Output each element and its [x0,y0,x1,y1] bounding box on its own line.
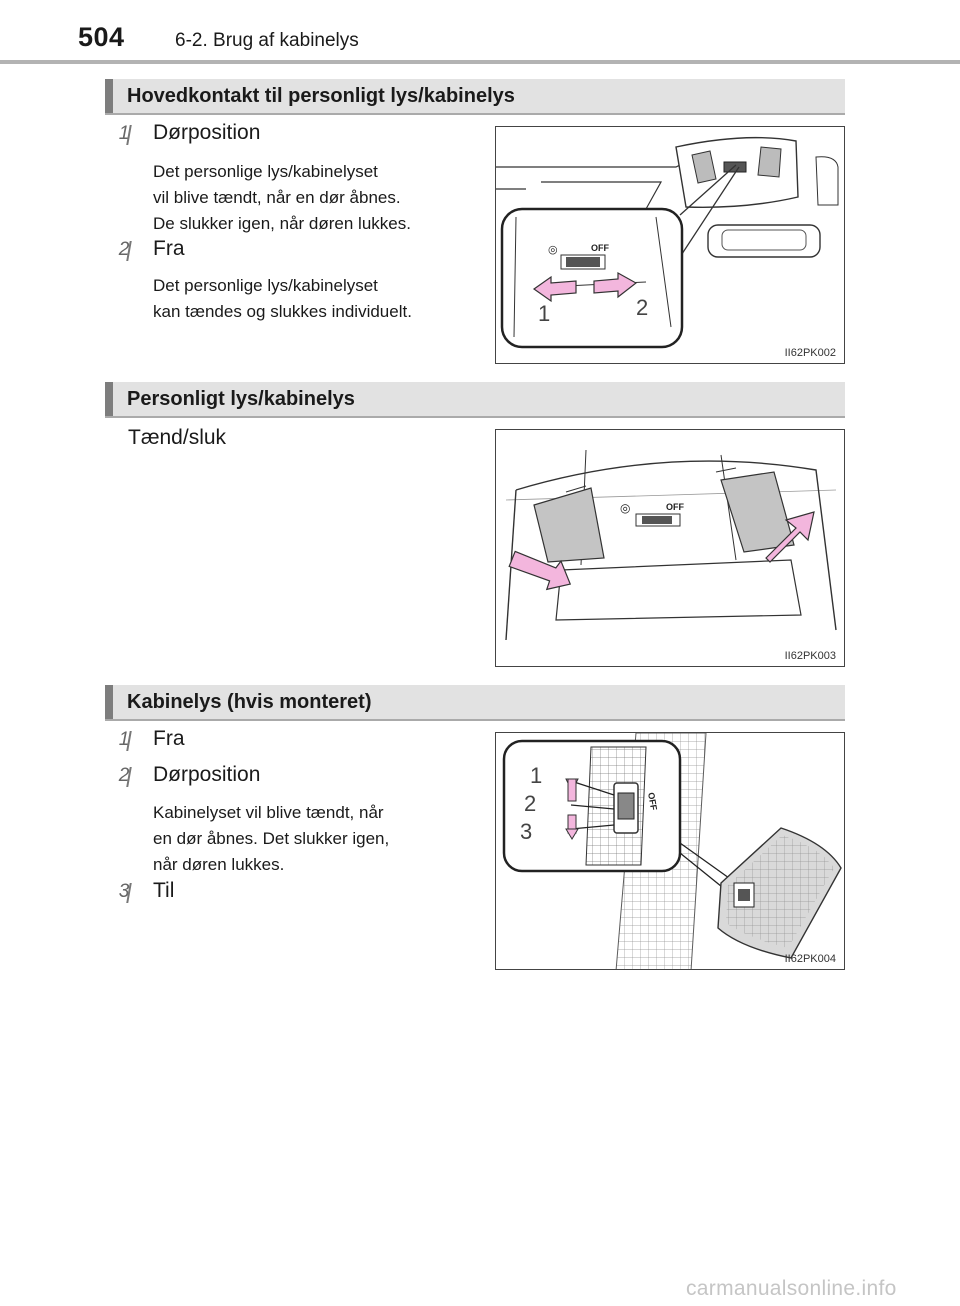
switch-off-label: OFF [646,792,659,812]
item-number: 2 [113,765,135,787]
header-rule [0,60,960,64]
section-title: Hovedkontakt til personligt lys/kabinely… [127,85,515,107]
switch-off-label: OFF [666,502,684,512]
callout-2: 2 [636,295,648,320]
figure-code: II62PK004 [784,953,836,965]
callout-3: 3 [520,819,532,844]
section-title: Personligt lys/kabinelys [127,388,355,410]
main-switch-illustration: OFF ◎ 1 2 [496,136,839,349]
item-title-off: Fra [153,727,185,750]
figure-cabin-light: 1 2 3 OFF II62PK004 [495,732,845,970]
svg-text:◎: ◎ [548,244,558,256]
item-title-door: Dørposition [153,763,261,786]
item-desc-off: Det personlige lys/kabinelyset kan tænde… [153,276,412,321]
item-number: 1 [113,123,135,145]
callout-1: 1 [530,763,542,788]
item-title-door: Dørposition [153,121,261,144]
figure-code: II62PK002 [784,347,836,359]
item-desc-door: Kabinelyset vil blive tændt, når en dør … [153,803,390,874]
item-desc-door: Det personlige lys/kabinelyset vil blive… [153,162,411,233]
cabin-light-illustration: 1 2 3 OFF [502,733,842,969]
callout-2: 2 [524,791,536,816]
svg-text:◎: ◎ [620,501,630,515]
switch-off-label: OFF [591,243,609,253]
callout-1: 1 [538,301,550,326]
section-heading-personal-light: Personligt lys/kabinelys [105,382,845,418]
watermark: carmanualsonline.info [686,1277,897,1300]
personal-light-illustration: ◎ OFF [505,449,837,641]
item-number: 2 [113,239,135,261]
item-title-off: Fra [153,237,185,260]
figure-code: II62PK003 [784,650,836,662]
section-heading-main-switch: Hovedkontakt til personligt lys/kabinely… [105,79,845,115]
item-number: 3 [113,881,135,903]
item-number: 1 [113,729,135,751]
page-number: 504 [78,22,125,52]
running-header: 6-2. Brug af kabinelys [175,30,359,51]
toggle-text: Tænd/sluk [128,426,227,449]
section-title: Kabinelys (hvis monteret) [127,691,372,713]
figure-main-switch: OFF ◎ 1 2 II62PK002 [495,126,845,364]
item-title-on: Til [153,879,175,902]
section-heading-cabin-light: Kabinelys (hvis monteret) [105,685,845,721]
figure-personal-light: ◎ OFF II62PK003 [495,429,845,667]
